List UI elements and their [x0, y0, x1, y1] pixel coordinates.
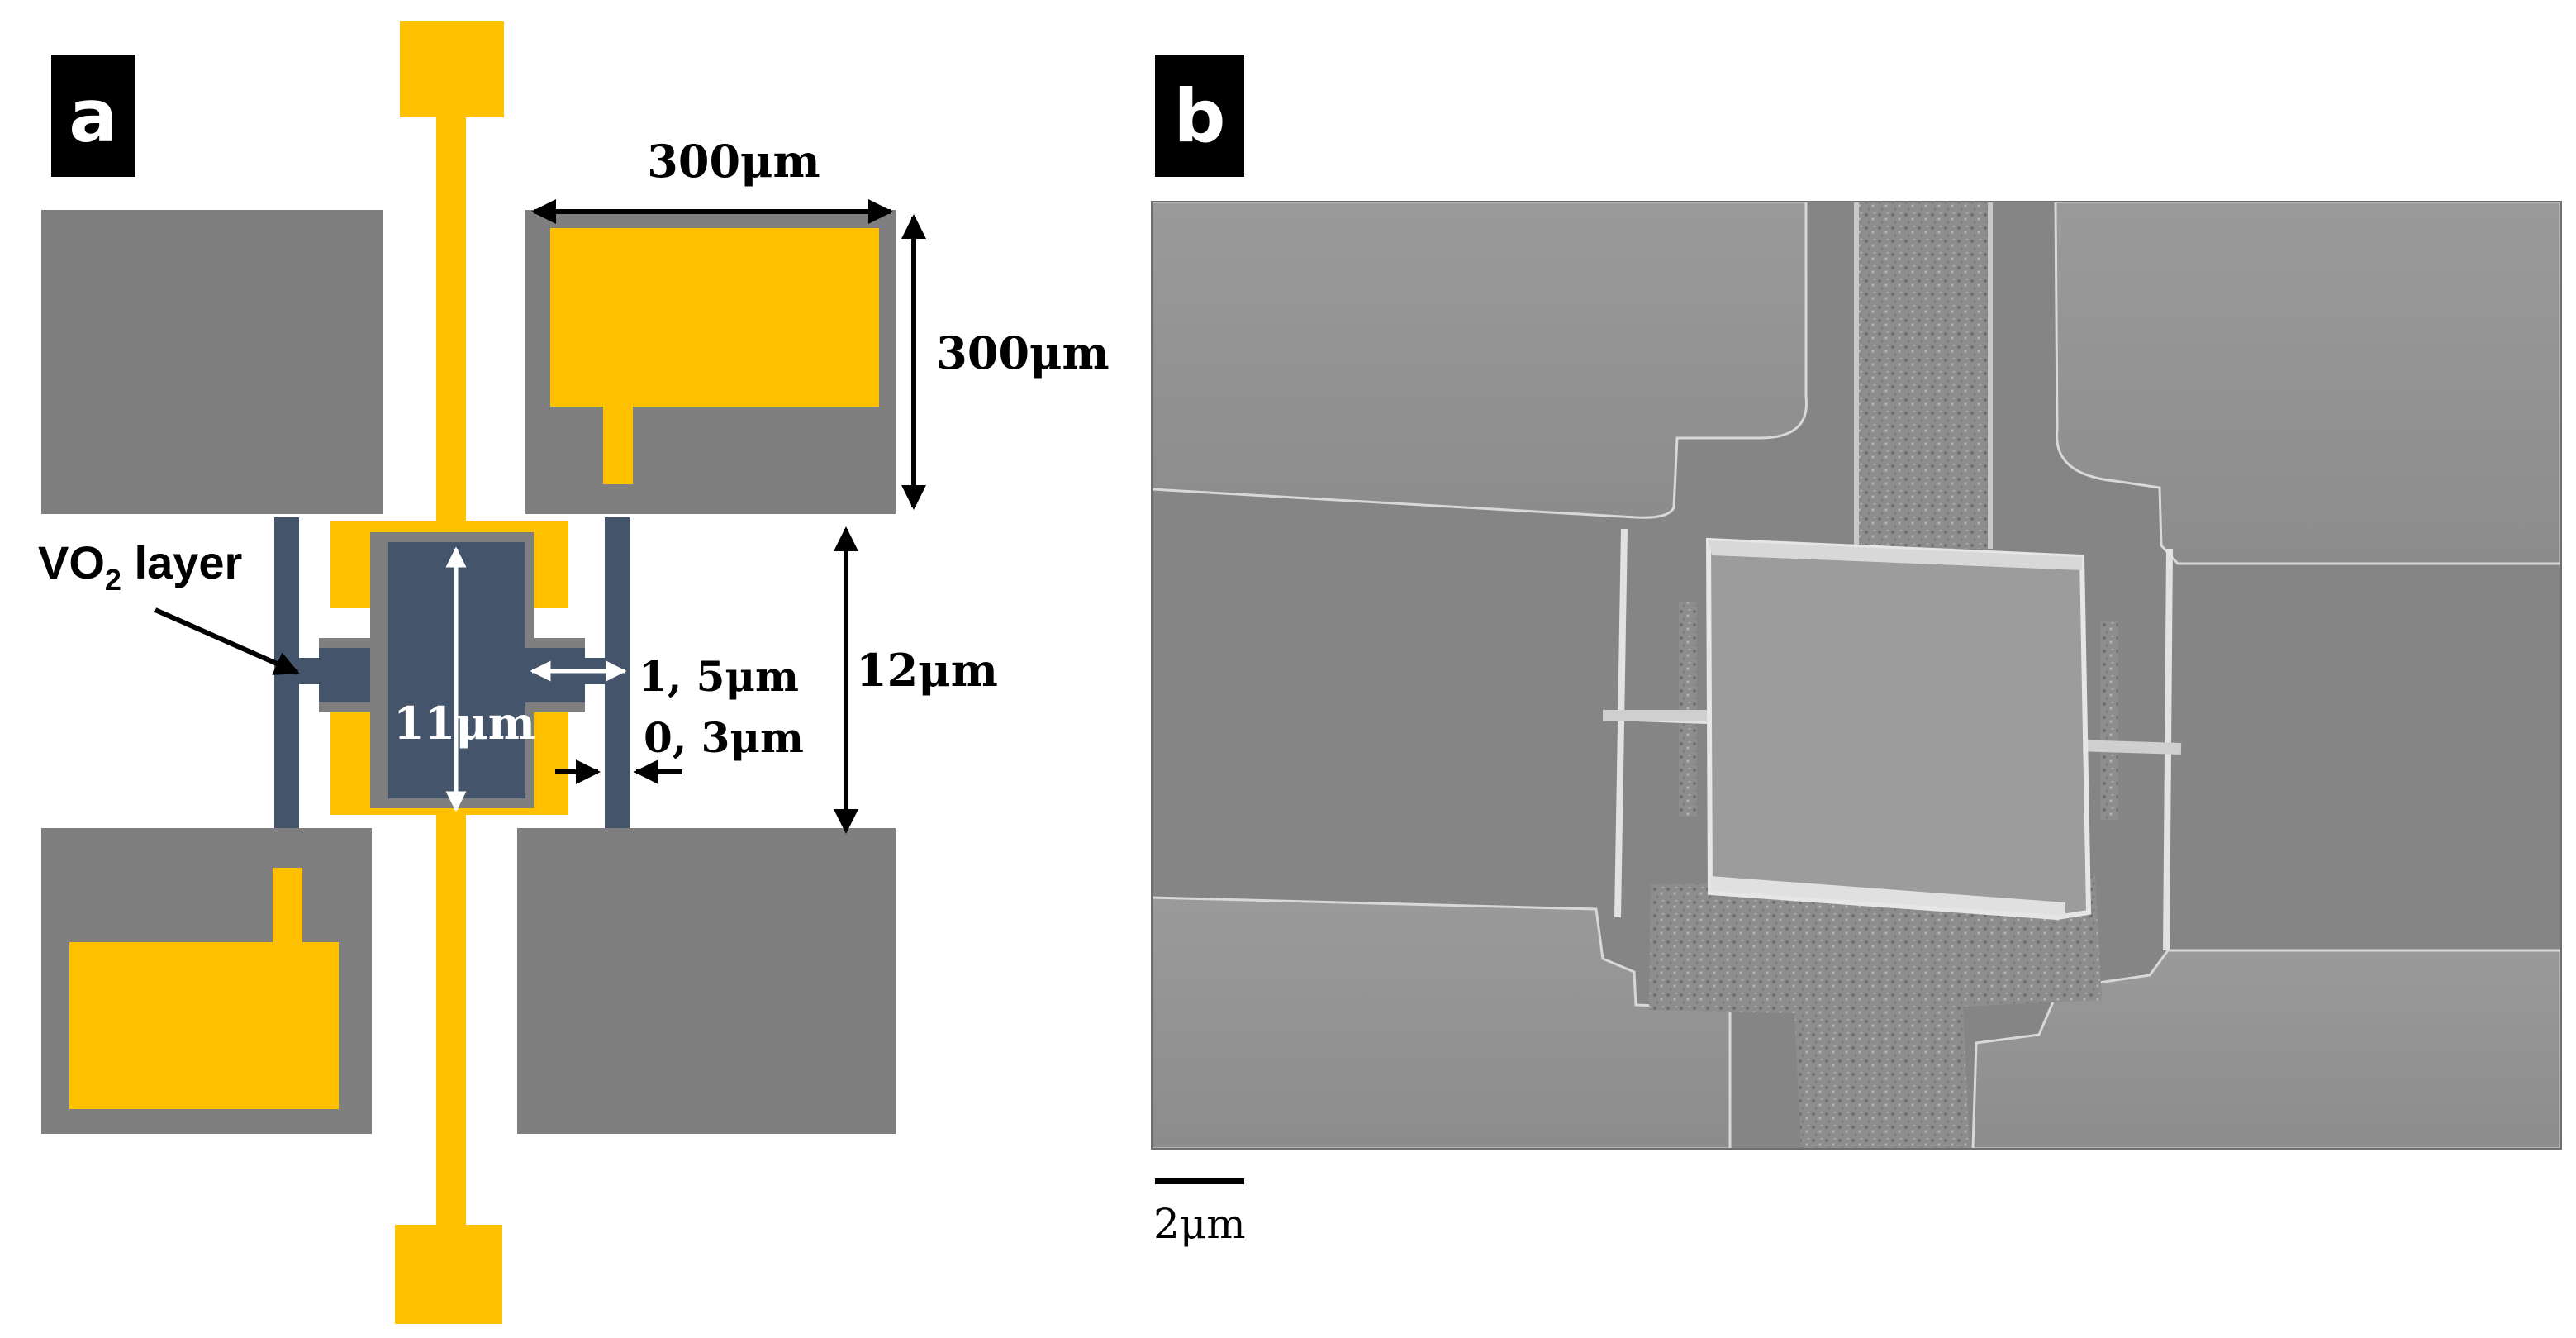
- sem-pad-bottom-left: [1152, 896, 1732, 1149]
- dim-gap-vertical: 12μm: [856, 644, 998, 697]
- pad-bottom-right: [517, 828, 896, 1134]
- sem-center-plate: [1705, 537, 2092, 921]
- sem-trace-top: [1859, 202, 1988, 549]
- gold-electrode-top-right: [550, 228, 879, 484]
- panel-a-schematic: 300μm 300μm 12μm 11μm 1, 5μm 0, 3μm VO2 …: [38, 21, 1110, 1324]
- sem-pad-bottom-right: [1971, 949, 2561, 1149]
- vo2-layer-label: VO2 layer: [38, 536, 242, 597]
- sem-trace-bottom: [1649, 876, 2102, 1149]
- dim-beam-gap: 1, 5μm: [639, 652, 799, 701]
- gold-electrode-bottom-left: [69, 868, 339, 1109]
- panel-a-label: a: [51, 55, 135, 177]
- panel-b-label: b: [1155, 55, 1244, 177]
- dim-bridge-length: 11μm: [393, 697, 535, 750]
- sem-pad-top-left: [1152, 202, 1808, 519]
- scale-bar: [1155, 1178, 1244, 1184]
- dim-width-top: 300μm: [647, 135, 820, 188]
- pad-top-left: [41, 210, 383, 514]
- sem-pad-top-right: [2054, 202, 2561, 565]
- scale-bar-label: 2μm: [1153, 1200, 1246, 1248]
- sem-suspension-beams: [1614, 528, 2173, 951]
- dim-height-right: 300μm: [936, 326, 1109, 379]
- dim-beam-width: 0, 3μm: [644, 713, 804, 762]
